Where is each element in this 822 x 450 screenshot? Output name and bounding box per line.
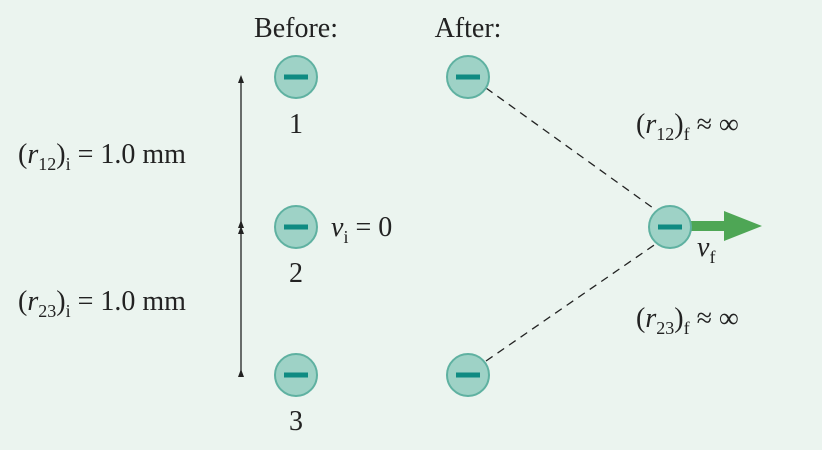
dashed-line-12 [485,87,661,214]
initial-velocity-label: vi = 0 [331,212,392,247]
separation-label-23-initial: (r23)i = 1.0 mm [18,286,186,321]
dashed-line-23 [485,240,661,362]
charge-3-before [274,353,318,397]
velocity-arrow [690,211,762,241]
charge-label-2: 2 [289,258,303,289]
charge-label-3: 3 [289,406,303,437]
charge-1-after [446,55,490,99]
charge-2-before [274,205,318,249]
charge-1-before [274,55,318,99]
charge-label-1: 1 [289,109,303,140]
separation-label-12-final: (r12)f ≈ ∞ [636,109,739,144]
separation-label-23-final: (r23)f ≈ ∞ [636,303,739,338]
separation-label-12-initial: (r12)i = 1.0 mm [18,139,186,174]
charge-3-after [446,353,490,397]
charge-2-after [648,205,692,249]
before-heading: Before: [254,13,338,44]
final-velocity-label: vf [697,232,715,267]
after-heading: After: [435,13,502,44]
